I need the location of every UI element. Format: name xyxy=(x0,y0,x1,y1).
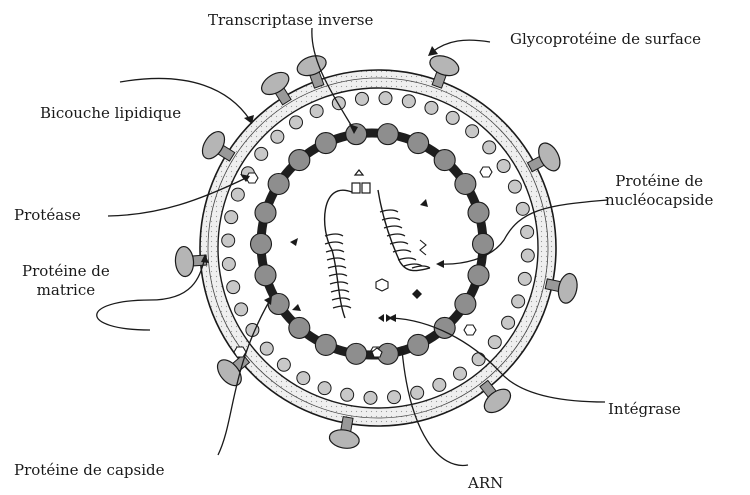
matrix-bead xyxy=(310,105,323,118)
label-matrix-protein: Protéine de matrice xyxy=(22,262,110,300)
capsid-bead xyxy=(255,202,276,223)
matrix-bead xyxy=(255,147,268,160)
matrix-bead xyxy=(225,211,238,224)
matrix-bead xyxy=(222,258,235,271)
matrix-bead xyxy=(290,116,303,129)
matrix-bead xyxy=(502,316,515,329)
label-capsid-protein: Protéine de capside xyxy=(14,461,164,479)
matrix-bead xyxy=(222,234,235,247)
matrix-bead xyxy=(497,160,510,173)
matrix-bead xyxy=(433,378,446,391)
matrix-bead xyxy=(318,382,331,395)
label-nucleocapsid-line1: Protéine de xyxy=(605,172,713,191)
matrix-bead xyxy=(466,125,479,138)
capsid-bead xyxy=(434,150,455,171)
matrix-bead xyxy=(453,367,466,380)
matrix-bead xyxy=(518,272,531,285)
label-matrix-line1: Protéine de xyxy=(22,262,110,281)
capsid-bead xyxy=(346,343,367,364)
matrix-bead xyxy=(483,141,496,154)
capsid-bead xyxy=(455,294,476,315)
matrix-bead xyxy=(297,372,310,385)
label-protease: Protéase xyxy=(14,206,81,224)
matrix-bead xyxy=(425,101,438,114)
matrix-bead xyxy=(231,188,244,201)
matrix-bead xyxy=(446,111,459,124)
matrix-bead xyxy=(277,358,290,371)
capsid-bead xyxy=(455,173,476,194)
matrix-bead xyxy=(379,92,392,105)
label-nucleocapsid-line2: nucléocapside xyxy=(605,191,713,210)
label-matrix-line2: matrice xyxy=(22,281,110,300)
capsid-bead xyxy=(408,133,429,154)
matrix-bead xyxy=(516,202,529,215)
matrix-bead xyxy=(341,388,354,401)
label-rna: ARN xyxy=(468,474,503,492)
capsid-bead xyxy=(315,133,336,154)
protease-particle xyxy=(480,167,492,177)
matrix-bead xyxy=(388,391,401,404)
matrix-bead xyxy=(512,295,525,308)
capsid-bead xyxy=(468,202,489,223)
capsid-bead xyxy=(377,124,398,145)
matrix-bead xyxy=(521,225,534,238)
protease-particle xyxy=(464,325,476,335)
capsid-bead xyxy=(289,317,310,338)
capsid-bead xyxy=(468,265,489,286)
capsid-bead xyxy=(255,265,276,286)
matrix-bead xyxy=(235,303,248,316)
matrix-bead xyxy=(508,180,521,193)
capsid-bead xyxy=(268,173,289,194)
matrix-bead xyxy=(488,336,501,349)
matrix-bead xyxy=(472,353,485,366)
capsid-bead xyxy=(251,234,272,255)
matrix-bead xyxy=(271,130,284,143)
matrix-bead xyxy=(364,391,377,404)
capsid-bead xyxy=(289,150,310,171)
protease-particle xyxy=(234,347,246,357)
label-surface-glycoprotein: Glycoprotéine de surface xyxy=(510,30,701,48)
label-integrase: Intégrase xyxy=(608,400,681,418)
matrix-bead xyxy=(227,281,240,294)
matrix-bead xyxy=(332,97,345,110)
label-lipid-bilayer: Bicouche lipidique xyxy=(40,104,181,122)
label-reverse-transcriptase: Transcriptase inverse xyxy=(208,11,373,29)
capsid-bead xyxy=(473,234,494,255)
label-nucleocapsid-protein: Protéine de nucléocapside xyxy=(605,172,713,210)
matrix-bead xyxy=(355,92,368,105)
matrix-bead xyxy=(260,342,273,355)
matrix-bead xyxy=(521,249,534,262)
matrix-bead xyxy=(402,95,415,108)
matrix-bead xyxy=(411,386,424,399)
capsid-bead xyxy=(315,334,336,355)
capsid-bead xyxy=(408,334,429,355)
